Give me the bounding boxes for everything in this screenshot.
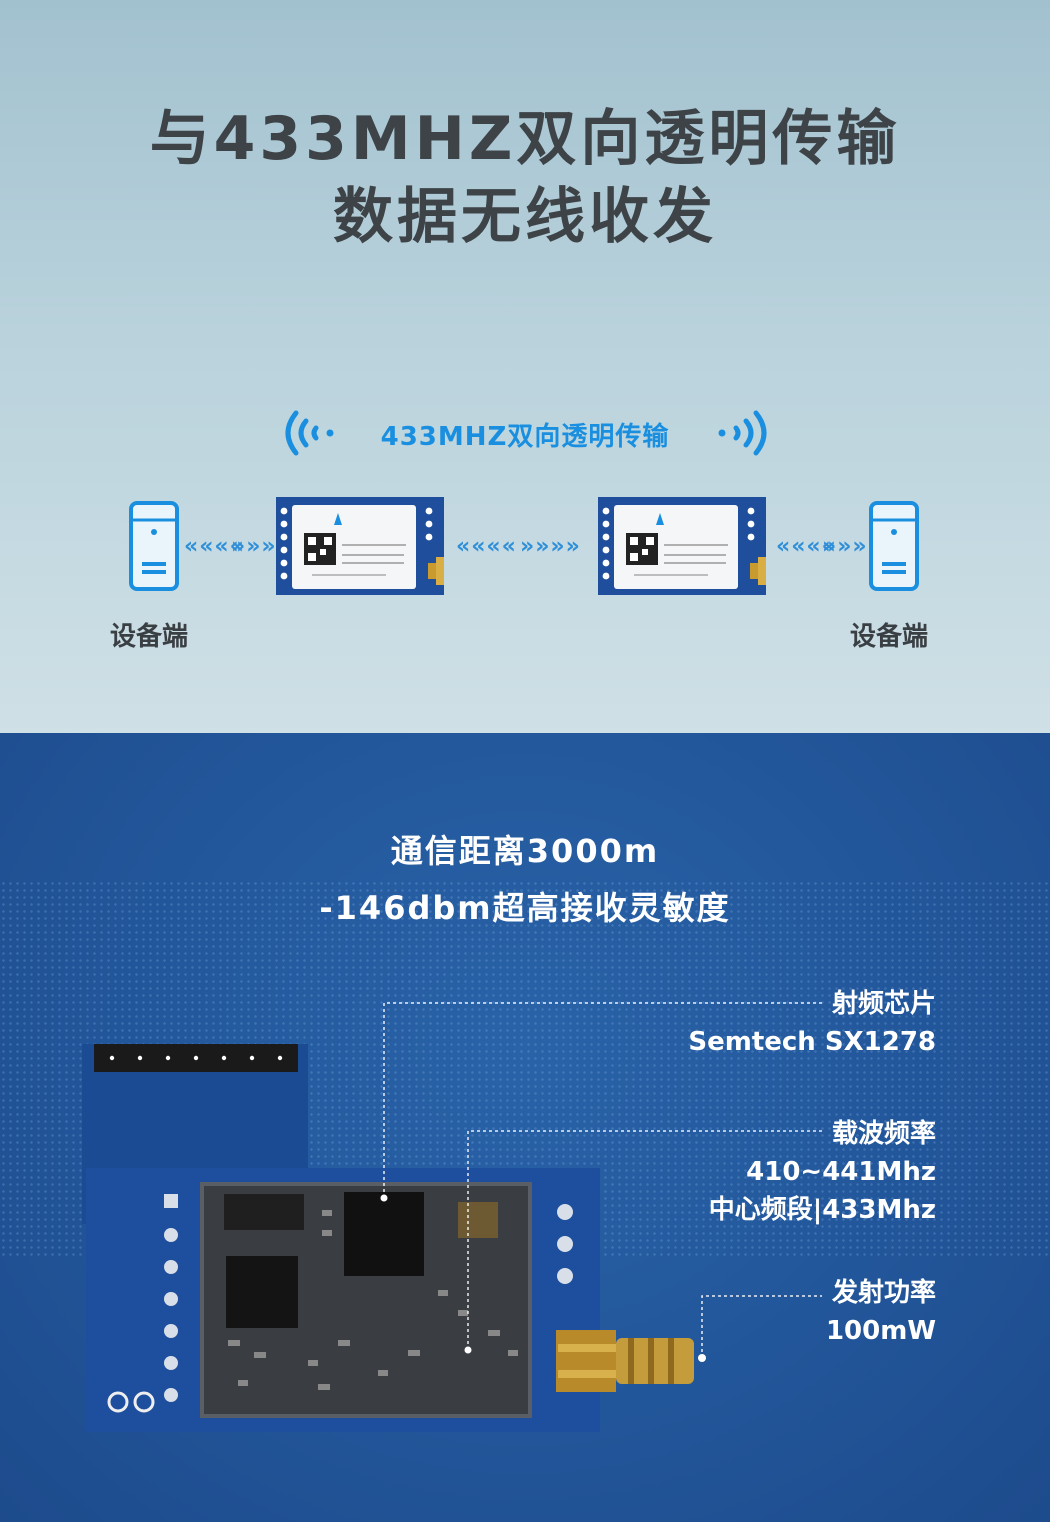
feature-range: 通信距离3000m (390, 832, 660, 870)
spec-tx-power: 发射功率 100mW (826, 1274, 936, 1350)
arrows-in-1: «««« (184, 534, 245, 559)
spec-tx-power-value: 100mW (825, 1316, 936, 1346)
spec-rf-chip-label: 射频芯片 (831, 989, 936, 1019)
spec-carrier-freq-value: 410~441Mhz (746, 1157, 936, 1187)
spec-tx-power-label: 发射功率 (831, 1278, 936, 1308)
arrows-in-2: «««« (456, 534, 517, 559)
arrows-in-3: «««« (776, 534, 837, 559)
signal-wave-right-icon (718, 410, 767, 456)
lora-board-image (82, 1044, 706, 1432)
spec-carrier-freq-value2: 中心频段|433Mhz (708, 1195, 936, 1225)
main-title-line1: 与433MHZ双向透明传输 (149, 104, 901, 174)
spec-carrier-freq: 载波频率 410~441Mhz 中心频段|433Mhz (709, 1115, 936, 1229)
spec-carrier-freq-label: 载波频率 (831, 1119, 936, 1149)
lora-module-right (598, 497, 766, 595)
device-label-left: 设备端 (110, 622, 189, 652)
signal-wave-left-icon (285, 410, 334, 456)
arrows-out-2: »»»» (520, 534, 581, 559)
spec-rf-chip-value: Semtech SX1278 (688, 1027, 936, 1057)
feature-sensitivity: -146dbm超高接收灵敏度 (319, 889, 731, 927)
device-right-icon (869, 501, 919, 591)
device-left-icon (129, 501, 179, 591)
spec-rf-chip: 射频芯片 Semtech SX1278 (688, 985, 936, 1061)
top-section: 与433MHZ双向透明传输 数据无线收发 433MHZ双向透明传输 (0, 0, 1050, 733)
transmission-label: 433MHZ双向透明传输 (380, 422, 670, 452)
device-label-right: 设备端 (850, 622, 929, 652)
main-title-line2: 数据无线收发 (333, 182, 717, 252)
lora-module-left (276, 497, 444, 595)
